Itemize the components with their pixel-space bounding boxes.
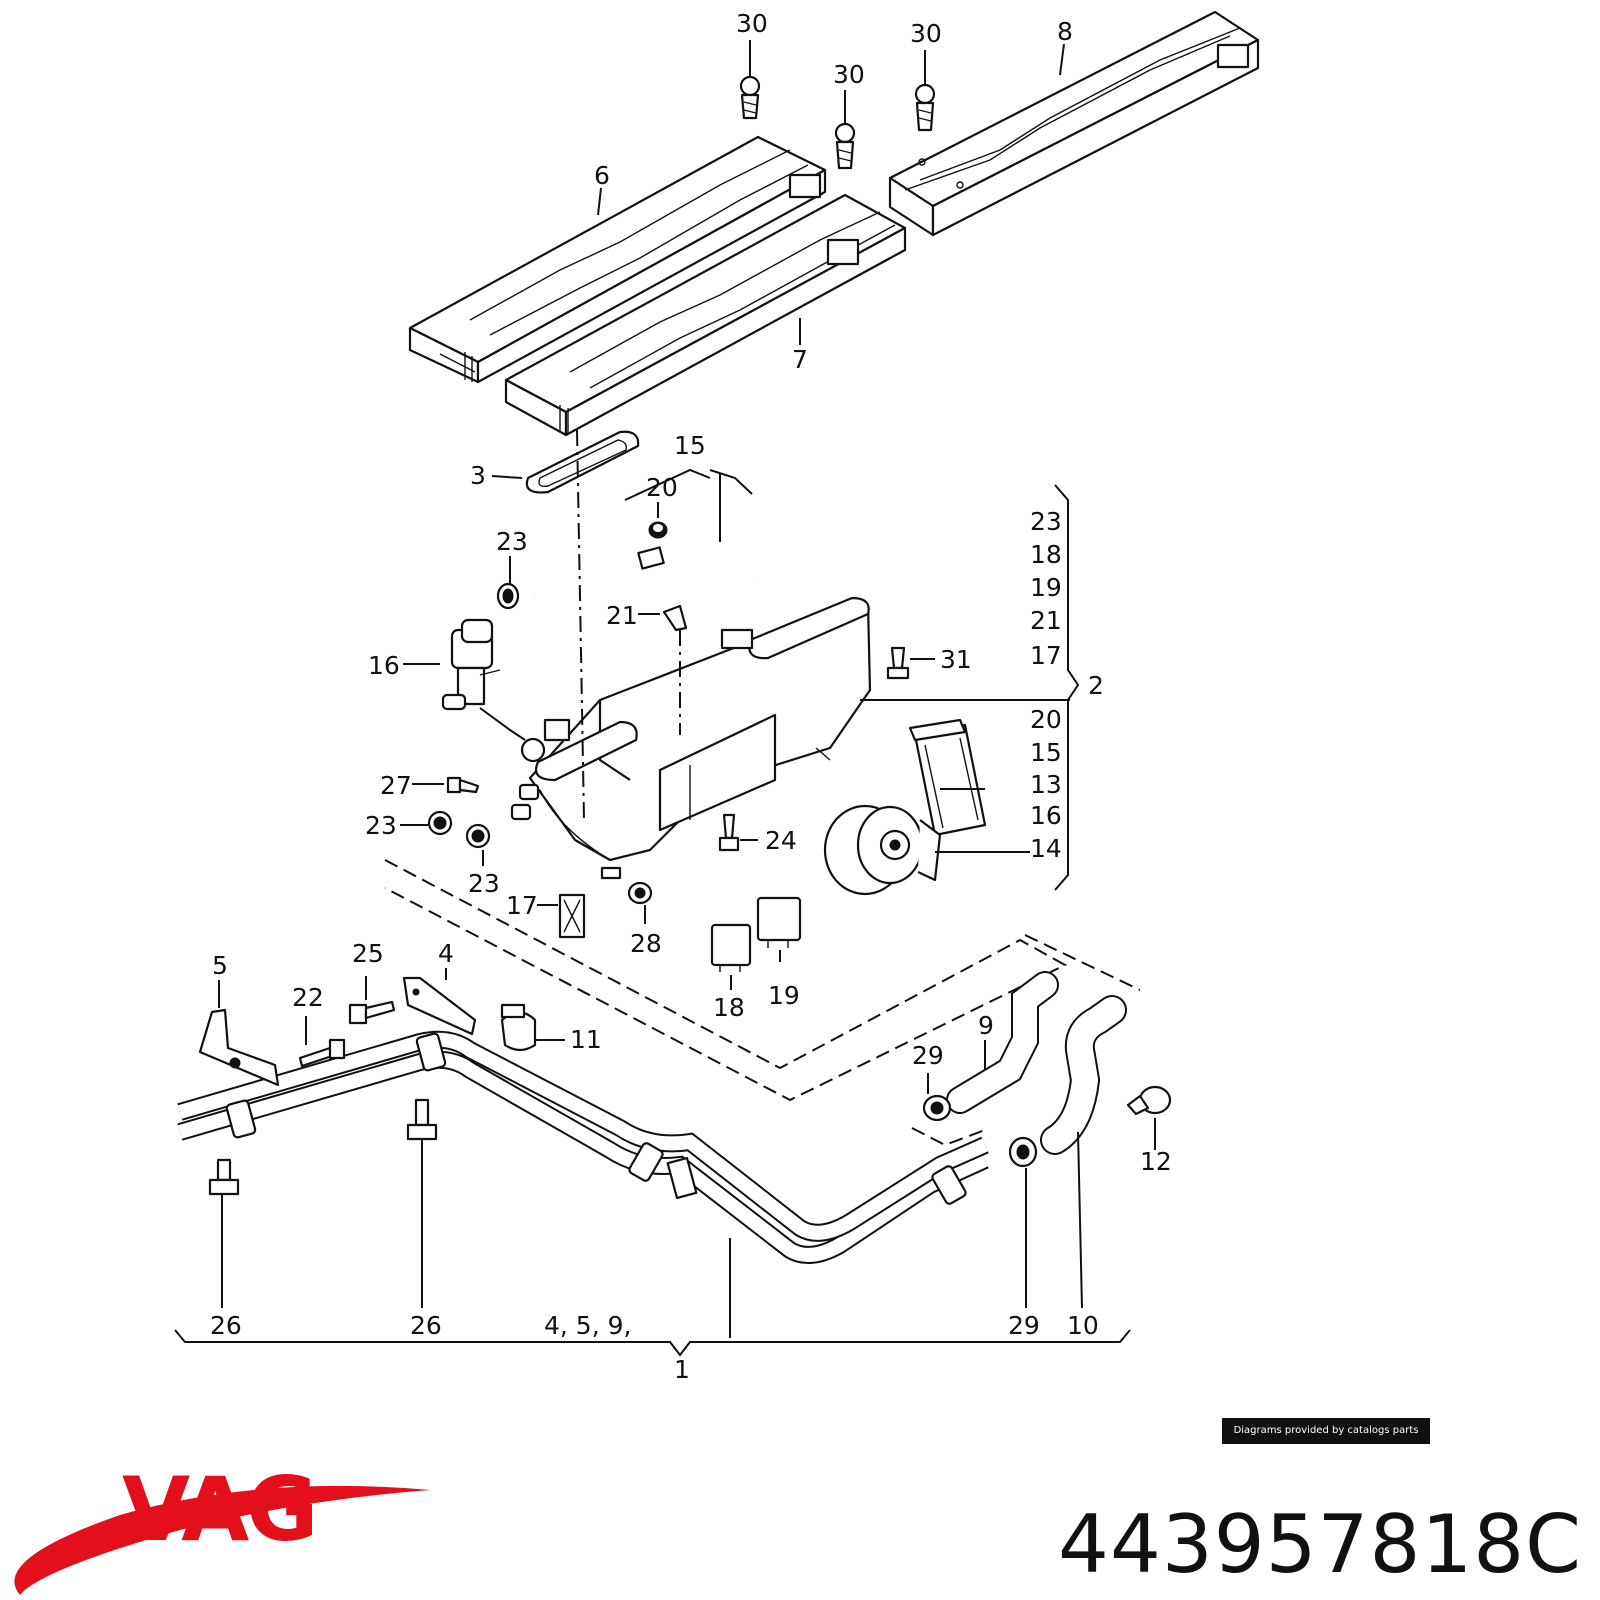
- bolt-26-left: [208, 1158, 240, 1196]
- callout-19: 19: [768, 981, 800, 1010]
- callout-17: 17: [506, 891, 538, 920]
- sensor-17: [558, 893, 586, 939]
- callout-2: 2: [1088, 671, 1104, 700]
- clamp-23-right: [465, 823, 491, 849]
- air-duct-6: [408, 135, 827, 384]
- brand-wordmark: VAG: [122, 1458, 315, 1561]
- relay-18: [710, 923, 752, 972]
- leader-lines: [174, 40, 1156, 1357]
- clamp-23-top: [496, 582, 520, 610]
- clip-21: [662, 604, 688, 632]
- group-2-item: 21: [1030, 606, 1062, 635]
- clamp-29-lower: [1008, 1136, 1038, 1168]
- callout-30-middle: 30: [833, 60, 865, 89]
- group-2-item: 15: [1030, 738, 1062, 767]
- group-2-item: 16: [1030, 801, 1062, 830]
- callout-30-right: 30: [910, 19, 942, 48]
- callout-30-left: 30: [736, 9, 768, 38]
- assembly-outline: [384, 859, 1068, 1102]
- callout-24: 24: [765, 826, 797, 855]
- bracket-5: [198, 1008, 280, 1087]
- screw-24: [718, 813, 740, 852]
- callout-28: 28: [630, 929, 662, 958]
- screw-22: [298, 1038, 346, 1068]
- callout-4: 4: [438, 939, 454, 968]
- screw-31: [886, 646, 910, 680]
- valve-16: [441, 618, 501, 711]
- callout-23-bottom: 23: [468, 869, 500, 898]
- gasket-3: [525, 430, 640, 494]
- relay-19: [756, 896, 802, 948]
- callout-27: 27: [380, 771, 412, 800]
- callout-5: 5: [212, 951, 228, 980]
- coolant-pipe-assembly-1: [177, 1030, 989, 1264]
- callout-12: 12: [1140, 1147, 1172, 1176]
- clamp-12: [1126, 1085, 1172, 1116]
- clamp-29-upper: [911, 1094, 986, 1147]
- heater-housing: [510, 596, 872, 880]
- vag-logo: VAG: [14, 1458, 430, 1595]
- bolt-27: [446, 776, 480, 794]
- screw-30-middle: [834, 122, 856, 170]
- group-2-item: 14: [1030, 834, 1062, 863]
- assembly-outline-2: [1024, 934, 1141, 991]
- air-duct-8: [888, 10, 1260, 237]
- clip-11: [500, 1003, 537, 1052]
- callout-25: 25: [352, 939, 384, 968]
- callout-18: 18: [713, 993, 745, 1022]
- hose-10: [1040, 995, 1127, 1155]
- callout-9: 9: [978, 1011, 994, 1040]
- heat-exchanger-13: [908, 718, 987, 837]
- grommet-28: [627, 881, 653, 905]
- bracket-4: [402, 976, 477, 1036]
- blower-motor-14: [823, 804, 942, 896]
- callout-8: 8: [1057, 17, 1073, 46]
- group-2-item: 19: [1030, 573, 1062, 602]
- group-2-item: 23: [1030, 507, 1062, 536]
- callout-7: 7: [792, 345, 808, 374]
- callout-3: 3: [470, 461, 486, 490]
- screw-30-right: [914, 83, 936, 132]
- callout-21: 21: [606, 601, 638, 630]
- callout-26-middle: 26: [410, 1311, 442, 1340]
- callout-labels: 30 30 30 8 6 7 3 15 20 23 21 16 31 27 23…: [210, 9, 1172, 1384]
- coolant-hose-15: [532, 546, 758, 600]
- callout-4-5-9: 4, 5, 9,: [544, 1311, 631, 1340]
- callout-23-top: 23: [496, 527, 528, 556]
- group-2-item: 17: [1030, 641, 1062, 670]
- callout-23-left: 23: [365, 811, 397, 840]
- callout-16: 16: [368, 651, 400, 680]
- group-2-item: 13: [1030, 770, 1062, 799]
- bolt-25: [348, 1000, 396, 1025]
- group-2-item: 18: [1030, 540, 1062, 569]
- group-2-list: 23 18 19 21 17 20 15 13 16 14: [1030, 507, 1062, 863]
- part-number: 443957818C: [1058, 1498, 1582, 1591]
- callout-11: 11: [570, 1025, 602, 1054]
- callout-22: 22: [292, 983, 324, 1012]
- callout-29-upper: 29: [912, 1041, 944, 1070]
- callout-26-left: 26: [210, 1311, 242, 1340]
- callout-20: 20: [646, 473, 678, 502]
- air-duct-7: [504, 193, 907, 437]
- callout-1: 1: [674, 1355, 690, 1384]
- callout-10: 10: [1067, 1311, 1099, 1340]
- callout-15: 15: [674, 431, 706, 460]
- clamp-23-left: [427, 810, 453, 836]
- bolt-26-middle: [406, 1098, 438, 1141]
- diagram-credit-badge: Diagrams provided by catalogs parts: [1222, 1418, 1430, 1444]
- cap-20: [648, 521, 668, 539]
- hose-9: [946, 971, 1059, 1114]
- callout-6: 6: [594, 161, 610, 190]
- group-2-item: 20: [1030, 705, 1062, 734]
- callout-29-lower: 29: [1008, 1311, 1040, 1340]
- callout-31: 31: [940, 645, 972, 674]
- screw-30-left: [739, 75, 761, 120]
- assembly-axis: [576, 429, 585, 821]
